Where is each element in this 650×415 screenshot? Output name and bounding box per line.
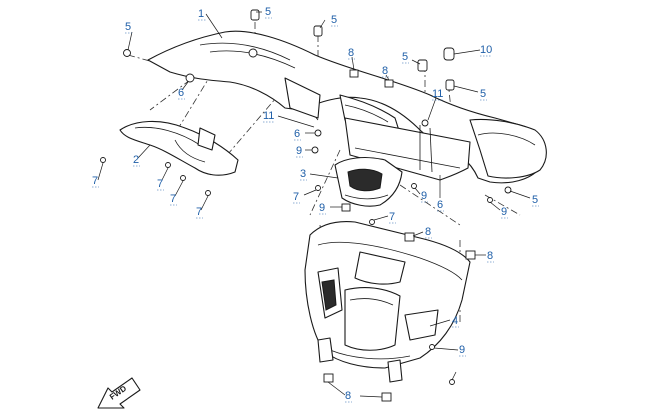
main-body-panel-part (304, 221, 471, 383)
callout-1: 1 (198, 8, 204, 20)
callout-7-f: 7 (389, 211, 395, 223)
callout-2: 2 (133, 154, 139, 166)
center-inner-panel-part (334, 156, 403, 207)
callout-5-top-center: 5 (331, 14, 337, 26)
callout-8-top-b: 8 (382, 65, 388, 77)
callout-3: 3 (300, 168, 306, 180)
callout-7-e: 7 (293, 191, 299, 203)
callout-9-d: 9 (501, 206, 507, 218)
callout-11-left: 11 (263, 110, 274, 122)
callout-7-c: 7 (170, 193, 176, 205)
callout-5-upper-right: 5 (402, 51, 408, 63)
callout-labels: 1 2 3 4 5 5 5 5 5 5 6 6 6 7 7 7 7 7 7 8 … (92, 6, 538, 402)
callout-8-middle: 8 (425, 226, 431, 238)
callout-7-a: 7 (92, 175, 98, 187)
callout-6-right: 6 (437, 199, 443, 211)
leader-lines (97, 11, 531, 398)
forward-direction-arrow: FWD (97, 377, 141, 409)
callout-10: 10 (480, 44, 492, 56)
callout-7-b: 7 (157, 178, 163, 190)
callout-6-center: 6 (294, 128, 300, 140)
callout-9-a: 9 (296, 145, 302, 157)
callout-9-c: 9 (421, 190, 427, 202)
callout-8-bottom: 8 (345, 390, 351, 402)
callout-9-b: 9 (319, 202, 325, 214)
left-splash-guard-part (119, 120, 239, 176)
callout-5-top: 5 (265, 6, 271, 18)
callout-5-top-left: 5 (125, 21, 131, 33)
callout-5-far-right: 5 (532, 194, 538, 206)
callout-7-d: 7 (196, 206, 202, 218)
callout-underlines (92, 17, 539, 403)
callout-4: 4 (452, 315, 458, 327)
callout-5-right: 5 (480, 88, 486, 100)
callout-9-e: 9 (459, 344, 465, 356)
fasteners (100, 9, 512, 402)
callout-6-left: 6 (178, 87, 184, 99)
callout-8-right: 8 (487, 250, 493, 262)
callout-11-right: 11 (432, 88, 443, 100)
callout-8-top-a: 8 (348, 47, 354, 59)
